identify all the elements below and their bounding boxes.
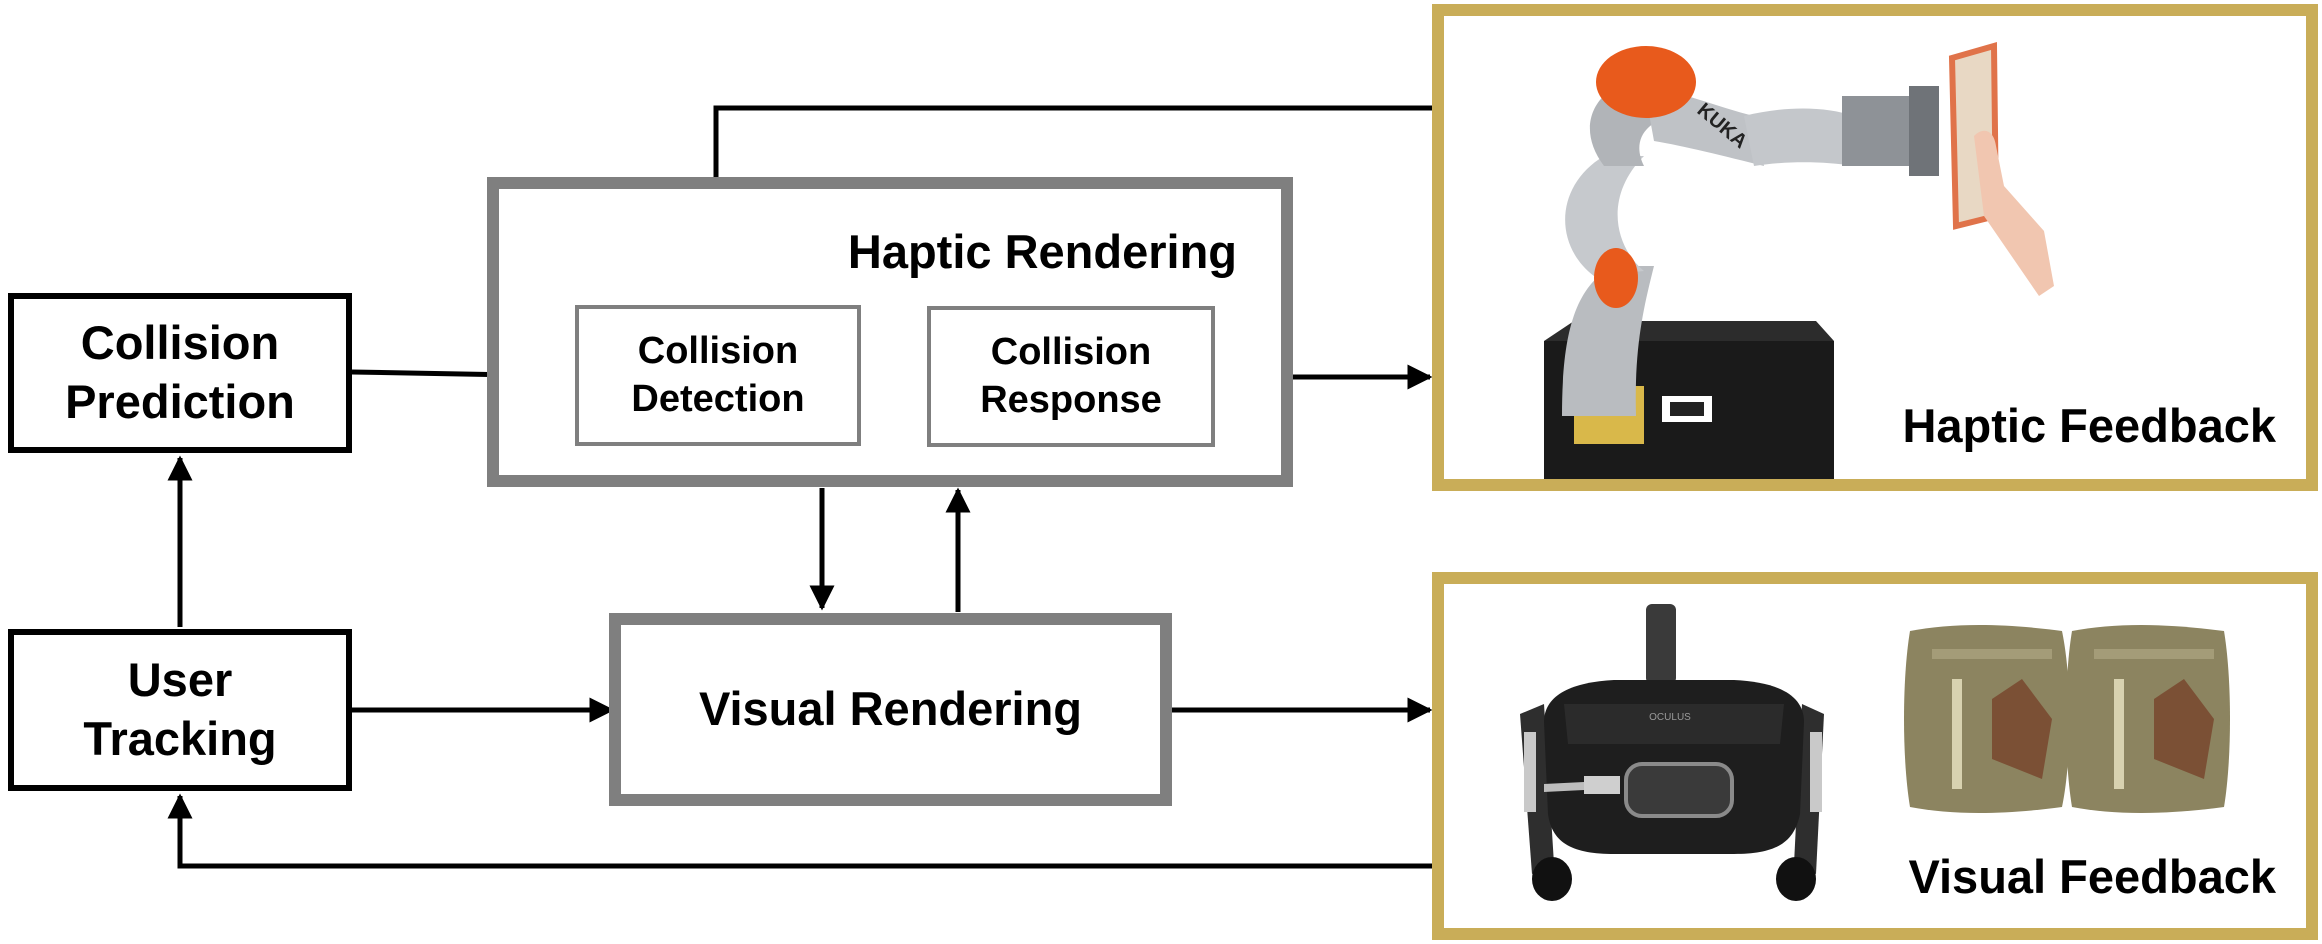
visual-feedback-panel: OCULUS Visual Feedback bbox=[1432, 572, 2318, 940]
collision-prediction-block: Collision Prediction bbox=[8, 293, 352, 453]
haptic-rendering-label: Haptic Rendering bbox=[847, 225, 1237, 278]
collision-detection-block: Collision Detection bbox=[575, 305, 861, 446]
user-tracking-label: User Tracking bbox=[83, 653, 277, 765]
collision-response-label: Collision Response bbox=[980, 331, 1162, 421]
collision-response-block: Collision Response bbox=[927, 306, 1215, 447]
user-tracking-block: User Tracking bbox=[8, 629, 352, 791]
stereo-view-image bbox=[1904, 625, 2230, 813]
collision-detection-label: Collision Detection bbox=[631, 330, 805, 420]
headset-brand-text: OCULUS bbox=[1649, 712, 1691, 723]
vr-headset-photo: OCULUS bbox=[1520, 604, 1824, 901]
collision-prediction-label: Collision Prediction bbox=[65, 316, 295, 428]
visual-feedback-label: Visual Feedback bbox=[1908, 850, 2277, 903]
haptic-feedback-panel: KUKA Haptic Feedback bbox=[1432, 4, 2318, 491]
visual-rendering-label: Visual Rendering bbox=[698, 682, 1083, 736]
robot-arm-photo: KUKA bbox=[1544, 42, 2054, 479]
visual-rendering-block: Visual Rendering bbox=[609, 613, 1172, 806]
arrow-visual-feedback-to-tracking bbox=[167, 793, 1432, 869]
haptic-feedback-label: Haptic Feedback bbox=[1902, 399, 2276, 452]
